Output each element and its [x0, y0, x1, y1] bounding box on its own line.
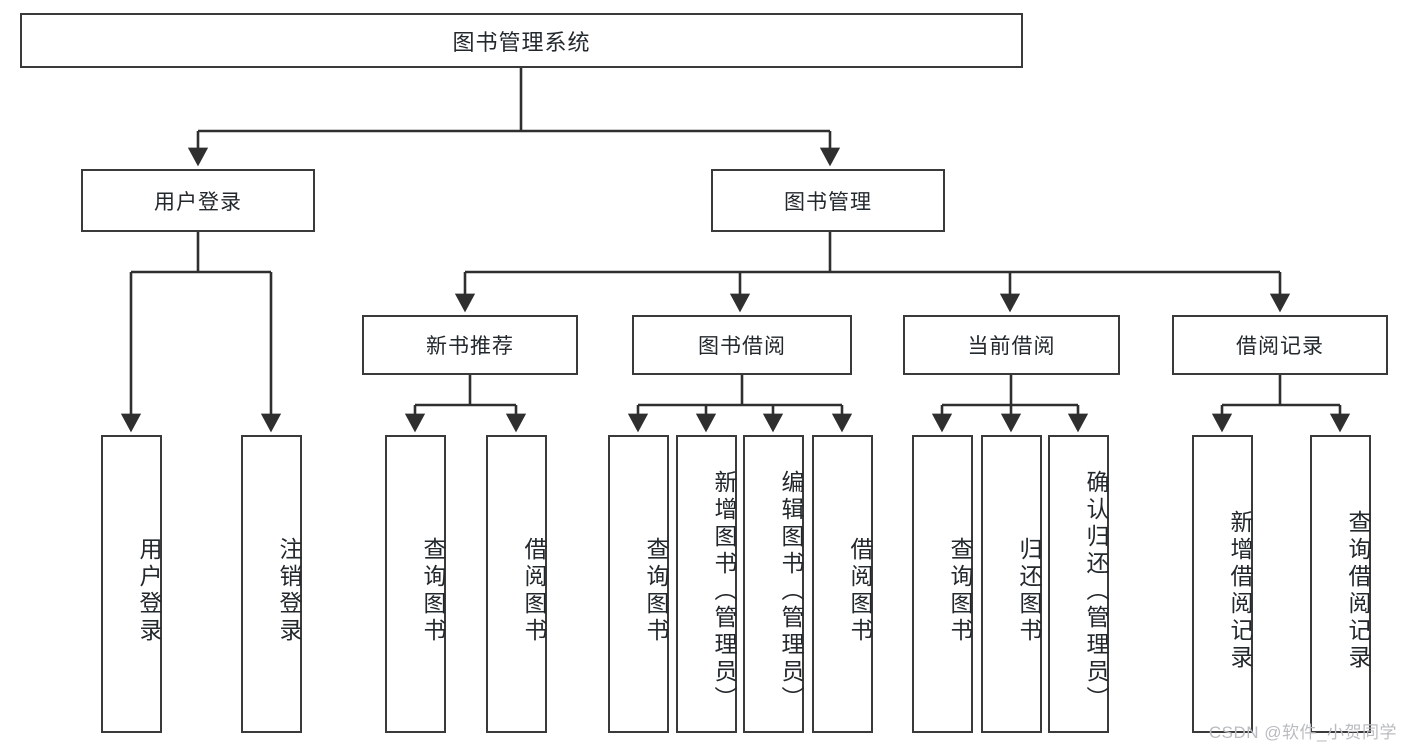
leaf-borrow-query-book[interactable]: 查询图书	[608, 435, 669, 733]
leaf-user-login-signin[interactable]: 用户登录	[101, 435, 162, 733]
watermark-text: CSDN @软件_小贺同学	[1208, 723, 1397, 742]
leaf-record-add-record[interactable]: 新增借阅记录	[1192, 435, 1253, 733]
node-current-borrow[interactable]: 当前借阅	[903, 315, 1120, 375]
node-book-borrow[interactable]: 图书借阅	[632, 315, 852, 375]
node-user-login[interactable]: 用户登录	[81, 169, 315, 232]
node-new-book-recommend[interactable]: 新书推荐	[362, 315, 578, 375]
node-root-system[interactable]: 图书管理系统	[20, 13, 1023, 68]
node-book-management[interactable]: 图书管理	[711, 169, 945, 232]
leaf-current-confirm-return-admin[interactable]: 确认归还（管理员）	[1048, 435, 1109, 733]
leaf-current-return-book[interactable]: 归还图书	[981, 435, 1042, 733]
leaf-borrow-edit-book-admin[interactable]: 编辑图书（管理员）	[743, 435, 804, 733]
leaf-record-query-record[interactable]: 查询借阅记录	[1310, 435, 1371, 733]
leaf-borrow-add-book-admin[interactable]: 新增图书（管理员）	[676, 435, 737, 733]
leaf-user-login-signout[interactable]: 注销登录	[241, 435, 302, 733]
leaf-current-query-book[interactable]: 查询图书	[912, 435, 973, 733]
leaf-recommend-borrow-book[interactable]: 借阅图书	[486, 435, 547, 733]
leaf-borrow-borrow-book[interactable]: 借阅图书	[812, 435, 873, 733]
node-borrow-record[interactable]: 借阅记录	[1172, 315, 1388, 375]
leaf-recommend-query-book[interactable]: 查询图书	[385, 435, 446, 733]
